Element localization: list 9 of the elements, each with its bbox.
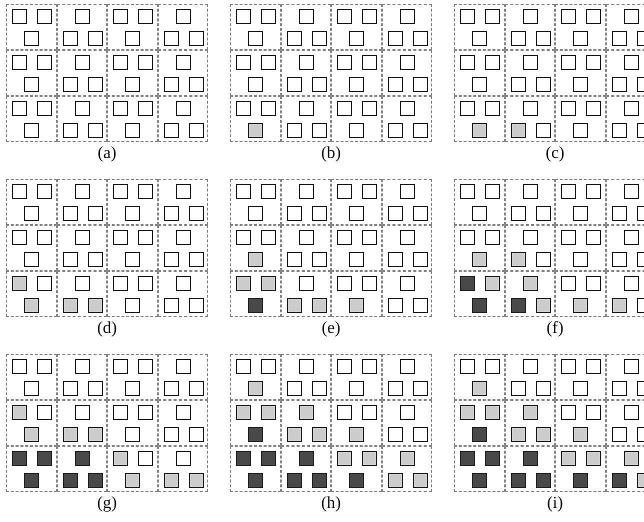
- panel-caption: (h): [320, 493, 342, 513]
- panel-caption: (g): [96, 493, 118, 513]
- panel-caption: (e): [320, 318, 342, 338]
- panel-caption: (b): [320, 143, 342, 163]
- panel-caption: (a): [96, 143, 118, 163]
- panel-caption: (c): [544, 143, 566, 163]
- panel-caption: (f): [546, 318, 564, 338]
- panel-caption: (i): [546, 493, 564, 513]
- panel-caption: (d): [96, 318, 118, 338]
